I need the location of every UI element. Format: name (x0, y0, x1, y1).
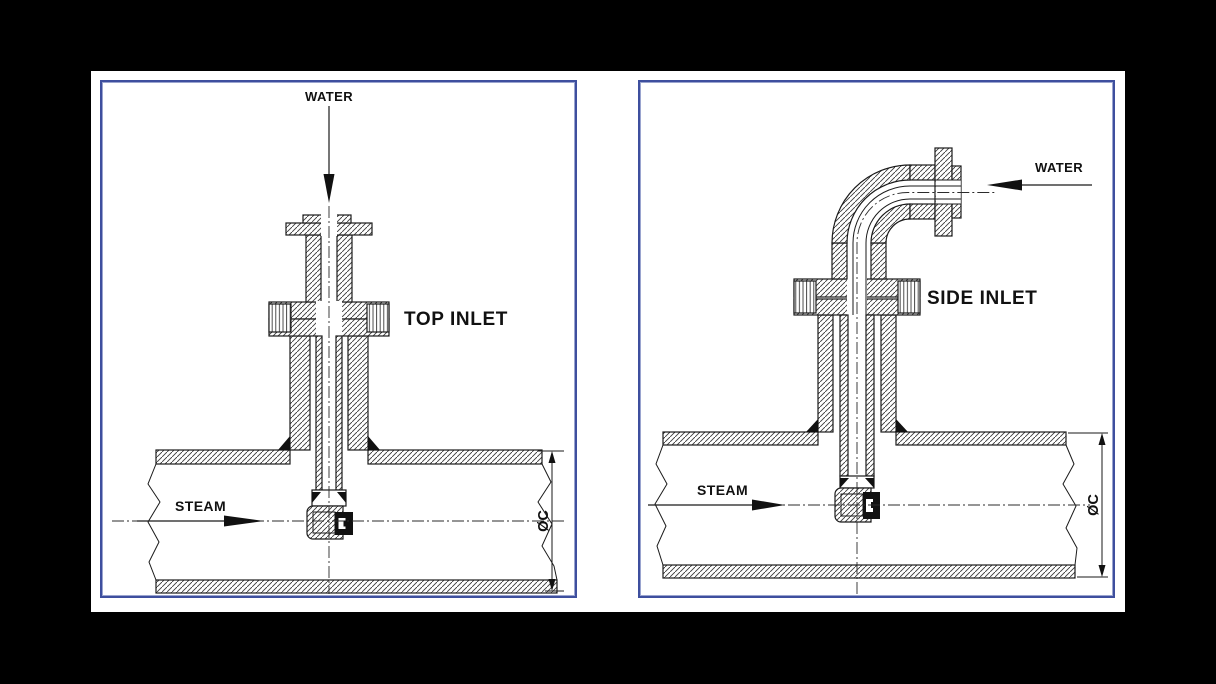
break-line (1062, 444, 1078, 566)
arrowhead-down-icon (548, 579, 556, 591)
union-wedge (312, 492, 321, 503)
elbow-outer-wall (831, 164, 911, 244)
upper-tube-wall (305, 234, 322, 303)
steam-label: STEAM (175, 498, 226, 514)
arrowhead-right-icon (224, 515, 264, 527)
arrowhead-up-icon (1098, 433, 1106, 445)
flange-bolt (268, 303, 292, 333)
standpipe-wall (880, 314, 897, 433)
union-wedge (840, 478, 849, 488)
inner-tube-line (852, 185, 961, 279)
panel-title: SIDE INLET (927, 288, 1038, 309)
inner-tube-wall (865, 314, 875, 477)
water-centerline (856, 192, 997, 594)
diameter-dimension: ØC (1068, 432, 1108, 578)
horizontal-pipe-wall (909, 164, 936, 181)
horizontal-pipe-wall (909, 203, 936, 220)
panel-side-inlet: WATER STEAM ØC SIDE INLET (638, 80, 1115, 598)
pipe-top-wall (367, 449, 543, 465)
nozzle-body (306, 505, 344, 540)
inner-tube-line (865, 198, 961, 279)
water-flow-arrow (987, 179, 1092, 191)
flange-bolt (366, 303, 390, 333)
pipe-top-wall (895, 431, 1067, 446)
weld (368, 436, 380, 450)
break-line (654, 444, 668, 566)
arrowhead-down-icon (323, 174, 335, 203)
dimension-label: ØC (1086, 494, 1102, 516)
arrowhead-up-icon (548, 451, 556, 463)
pipe-top-wall (662, 431, 819, 446)
inner-tube-wall (335, 335, 343, 491)
break-line (147, 463, 161, 581)
standpipe-wall (289, 335, 311, 451)
water-label: WATER (305, 89, 353, 104)
water-flow-arrow (323, 106, 335, 203)
weld (278, 436, 290, 450)
nozzle-orifice (338, 518, 346, 529)
inner-tube-wall (839, 314, 849, 477)
top-inlet-diagram: WATER STEAM ØC TOP INLET (112, 89, 564, 594)
union-wedge (865, 478, 874, 488)
dimension-label: ØC (536, 510, 552, 532)
panel-top-inlet: WATER STEAM ØC TOP INLET (100, 80, 577, 598)
standpipe-wall (347, 335, 369, 451)
arrowhead-right-icon (752, 499, 785, 511)
steam-pipe (147, 449, 558, 594)
inner-tube-wall (315, 335, 323, 491)
arrowhead-down-icon (1098, 565, 1106, 577)
panel-title: TOP INLET (404, 309, 508, 330)
standpipe-wall (817, 314, 834, 433)
flange-bolt (793, 280, 817, 314)
side-inlet-diagram: WATER STEAM ØC SIDE INLET (648, 147, 1108, 594)
elbow-vertical-wall (831, 242, 848, 280)
nozzle-orifice-detail (343, 520, 346, 527)
spray-nozzle (834, 475, 880, 523)
flange-bolt (897, 280, 921, 314)
weld (896, 419, 908, 432)
pipe-bottom-wall (155, 579, 558, 594)
union-wedge (337, 492, 346, 503)
water-label: WATER (1035, 160, 1083, 175)
steam-flow-arrow (648, 499, 785, 511)
elbow-pipe (831, 147, 962, 315)
steam-pipe (654, 431, 1078, 579)
weld (806, 419, 818, 432)
arrowhead-left-icon (987, 179, 1022, 191)
spray-nozzle (306, 489, 353, 540)
elbow-inner-wall (870, 203, 911, 244)
steam-label: STEAM (697, 482, 748, 498)
diameter-dimension: ØC (536, 450, 564, 592)
upper-tube-wall (336, 234, 353, 303)
pipe-bottom-wall (662, 564, 1076, 579)
elbow-vertical-wall (870, 242, 887, 280)
steam-flow-arrow (137, 515, 264, 527)
nozzle-orifice (866, 499, 873, 512)
pipe-top-wall (155, 449, 291, 465)
